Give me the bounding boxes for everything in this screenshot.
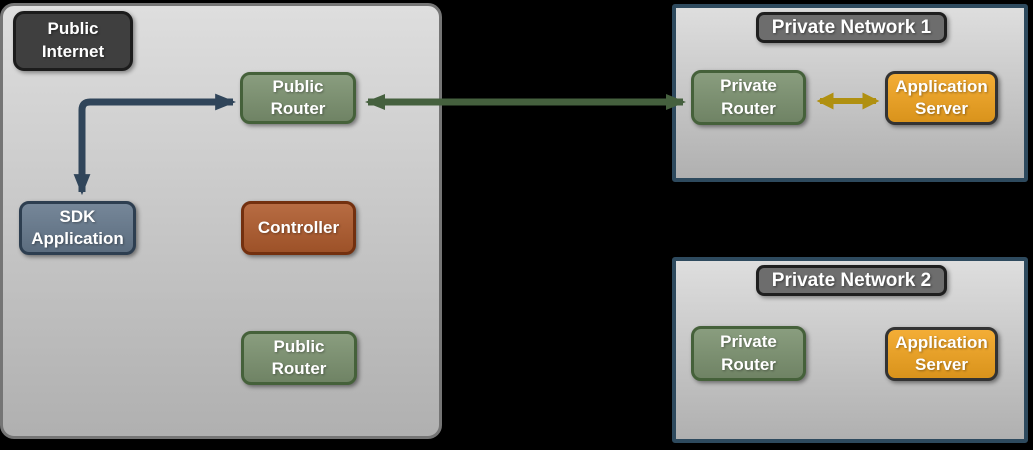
zone-label-private-network-2: Private Network 2 [756, 265, 947, 296]
node-pn2-private-router-label: Private Router [720, 332, 777, 374]
zone-label-public-internet: Public Internet [13, 11, 133, 71]
zone-label-private-network-2-text: Private Network 2 [771, 269, 932, 291]
zone-private-network-1: Private Network 1 Private Router Applica… [672, 4, 1028, 182]
zone-label-private-network-1: Private Network 1 [756, 12, 947, 43]
node-public-router-bottom-label: Public Router [271, 336, 327, 378]
node-controller: Controller [241, 201, 356, 255]
node-controller-label: Controller [257, 217, 340, 237]
zone-label-public-internet-text: Public Internet [41, 19, 105, 61]
zone-private-network-2: Private Network 2 Private Router Applica… [672, 257, 1028, 443]
node-pn2-application-server-label: Application Server [895, 332, 988, 374]
node-public-router-top: Public Router [240, 72, 356, 124]
node-pn1-application-server: Application Server [885, 71, 998, 125]
zone-public-internet: Public Internet Public Router SDK Applic… [0, 3, 442, 439]
node-pn1-application-server-label: Application Server [895, 76, 988, 118]
node-pn2-application-server: Application Server [885, 327, 998, 381]
node-pn2-private-router: Private Router [691, 326, 806, 381]
node-sdk-application-label: SDK Application [31, 206, 124, 248]
node-sdk-application: SDK Application [19, 201, 136, 255]
node-pn1-private-router-label: Private Router [720, 76, 777, 118]
node-pn1-private-router: Private Router [691, 70, 806, 125]
node-public-router-top-label: Public Router [270, 76, 326, 118]
node-public-router-bottom: Public Router [241, 331, 357, 385]
zone-label-private-network-1-text: Private Network 1 [771, 16, 932, 38]
